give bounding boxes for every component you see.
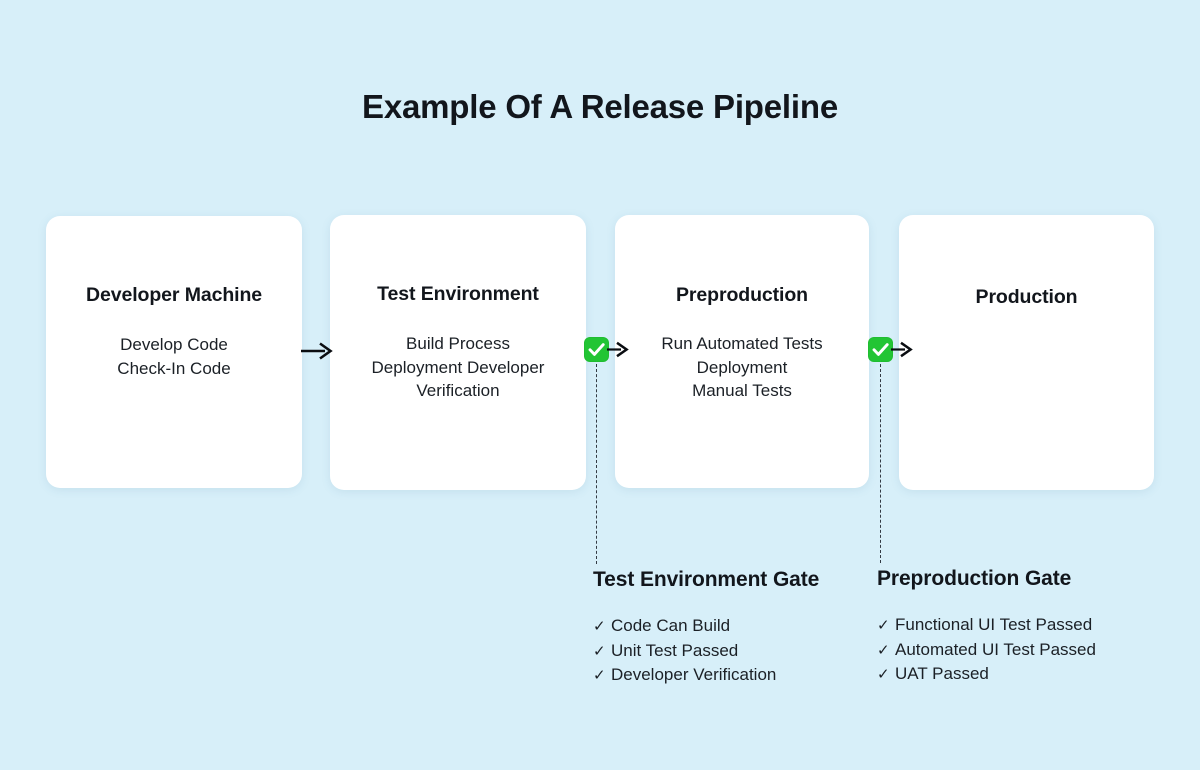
gate-criteria-item: ✓ UAT Passed [877,662,1177,687]
stage-card-preproduction[interactable]: Preproduction Run Automated Tests Deploy… [615,215,869,488]
gate-criteria-label: Functional UI Test Passed [895,615,1093,634]
stage-card-test-environment[interactable]: Test Environment Build Process Deploymen… [330,215,586,490]
stage-body: Run Automated Tests Deployment Manual Te… [661,334,823,400]
gate-criteria-label: Automated UI Test Passed [895,639,1096,659]
gate-criteria-label: UAT Passed [895,664,989,683]
gate-criteria-item: ✓ Developer Verification [593,663,883,688]
stage-body: Build Process Deployment Developer Verif… [371,334,545,400]
gate-connector-line [596,364,597,564]
gate-details-test-environment: Test Environment Gate ✓ Code Can Build ✓… [593,568,883,688]
arrow-right-icon [300,337,334,365]
gate-title: Preproduction Gate [877,567,1072,590]
stage-title: Production [975,286,1078,308]
gate-connector-line [880,364,881,563]
page-title: Example Of A Release Pipeline [362,88,838,125]
check-icon: ✓ [877,641,890,659]
gate-criteria-item: ✓ Code Can Build [593,614,883,639]
gate-details-preproduction: Preproduction Gate ✓ Functional UI Test … [877,567,1177,687]
check-icon: ✓ [877,617,890,634]
arrow-right-icon [607,339,629,360]
gate-criteria-item: ✓ Automated UI Test Passed [877,638,1177,663]
stage-title: Preproduction [676,284,808,306]
stage-card-developer-machine[interactable]: Developer Machine Develop Code Check-In … [46,216,302,488]
gate-criteria-label: Unit Test Passed [611,640,739,660]
green-check-badge-icon [584,337,609,362]
gate-criteria-label: Developer Verification [611,665,777,684]
gate-title: Test Environment Gate [593,568,820,591]
stage-body: Develop Code Check-In Code [117,335,231,378]
check-icon: ✓ [593,667,606,684]
gate-criteria-item: ✓ Unit Test Passed [593,639,883,664]
gate-criteria-list: ✓ Functional UI Test Passed ✓ Automated … [877,613,1177,687]
check-icon: ✓ [593,642,606,660]
gate-criteria-item: ✓ Functional UI Test Passed [877,613,1177,638]
stage-title: Developer Machine [85,284,263,306]
stage-card-production[interactable]: Production [899,215,1154,490]
arrow-right-icon [891,339,913,360]
green-check-badge-icon [868,337,893,362]
gate-criteria-list: ✓ Code Can Build ✓ Unit Test Passed ✓ De… [593,614,883,688]
gate-criteria-label: Code Can Build [611,616,731,635]
gate-marker-test-environment[interactable] [584,337,630,367]
stage-title: Test Environment [377,283,539,305]
check-icon: ✓ [593,618,606,635]
gate-marker-preproduction[interactable] [868,337,914,367]
check-icon: ✓ [877,666,890,683]
